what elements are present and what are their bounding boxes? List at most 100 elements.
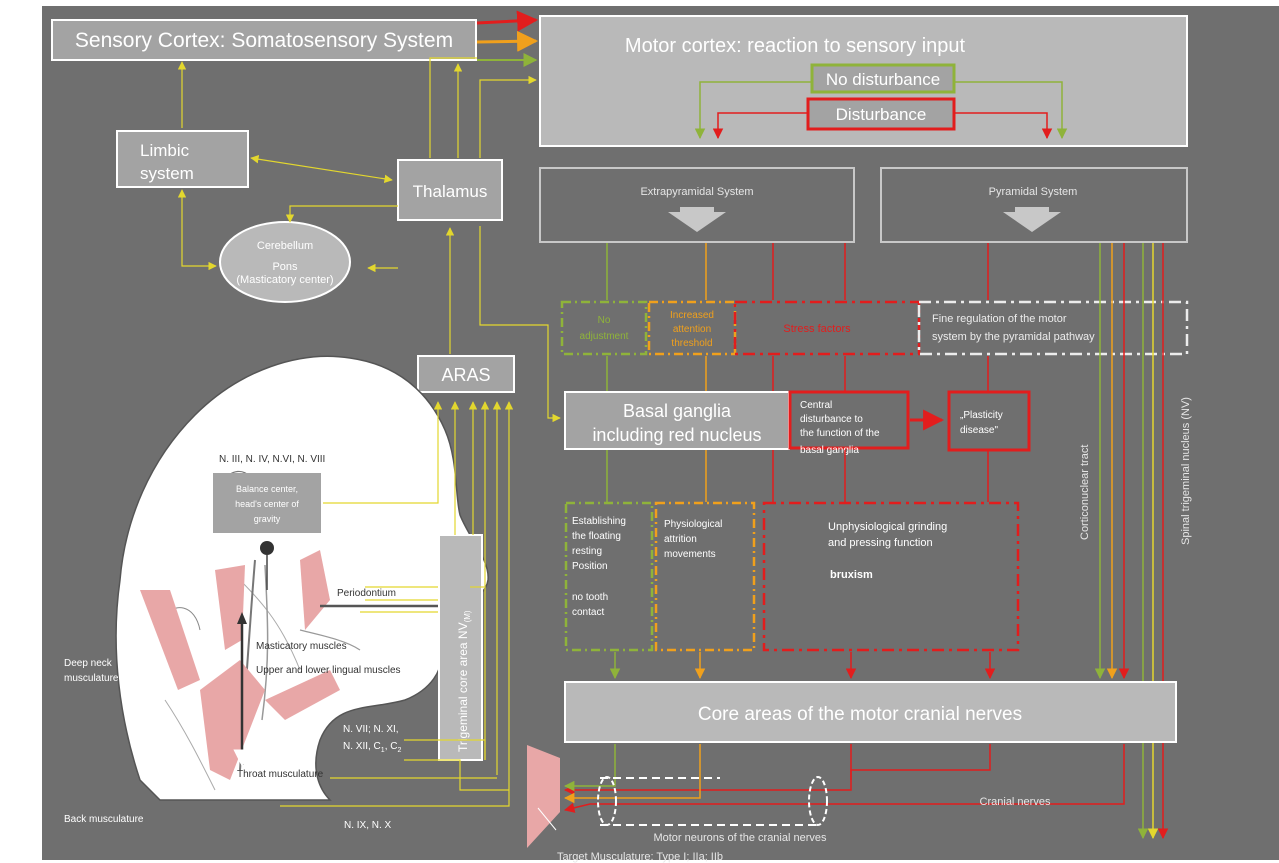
- unphysiological-label-2: and pressing function: [828, 537, 933, 549]
- limbic-label-2: system: [140, 164, 194, 183]
- core-areas-box: [564, 681, 1177, 743]
- increased-attention-label-1: Increased: [670, 310, 714, 321]
- physiological-label-1: Physiological: [664, 519, 722, 530]
- arrow-orange-top: [476, 30, 539, 52]
- limbic-box: [116, 130, 249, 188]
- establishing-label-4: Position: [572, 561, 608, 572]
- muscle-throat: [200, 660, 265, 780]
- establishing-label-5: no tooth: [572, 592, 608, 603]
- cranial-green-out: [563, 744, 616, 792]
- basal-ganglia-box: [564, 391, 790, 450]
- periodontium-label: Periodontium: [337, 588, 396, 599]
- motor-green-loop: [694, 81, 812, 140]
- pyramidal-arrow-icon: [1003, 207, 1061, 232]
- establishing-label-6: contact: [572, 607, 604, 618]
- plasticity-box: [947, 390, 1031, 452]
- balance-center-label-3: gravity: [254, 514, 281, 524]
- establishing-label-2: the floating: [572, 531, 621, 542]
- pyramidal-box: [880, 167, 1188, 243]
- cranial-orange-out: [563, 744, 701, 804]
- basal-ganglia-label-1: Basal ganglia: [623, 401, 732, 421]
- aras-box: [417, 355, 515, 393]
- muscle-lingual: [265, 670, 340, 720]
- balance-center-label-1: Balance center,: [236, 484, 298, 494]
- no-adjustment-box: [560, 300, 648, 356]
- physiological-label-3: movements: [664, 549, 716, 560]
- nerves-ix-label: N. IX, N. X: [344, 820, 392, 831]
- motor-green-loop-right: [954, 81, 1068, 140]
- basal-ganglia-label-2: including red nucleus: [592, 425, 761, 445]
- plasticity-label-1: „Plasticity: [960, 410, 1003, 421]
- balance-center-box: [213, 473, 321, 533]
- cranial-nerves-label: Cranial nerves: [980, 796, 1051, 808]
- sensory-cortex-label: Sensory Cortex: Somatosensory System: [75, 29, 453, 52]
- balance-center-dot: [260, 541, 274, 555]
- thalamus-label: Thalamus: [413, 182, 488, 201]
- increased-attention-box: [647, 300, 737, 356]
- bruxism-label: bruxism: [830, 569, 873, 581]
- pons-label: Pons: [272, 261, 298, 273]
- limbic-label-1: Limbic: [140, 141, 190, 160]
- motor-neuron-ring-right: [808, 776, 828, 826]
- core-areas-label: Core areas of the motor cranial nerves: [698, 704, 1022, 725]
- no-disturbance-label: No disturbance: [826, 70, 940, 89]
- muscle-masseter-right: [300, 550, 330, 630]
- tongue-muscles-label: Upper and lower lingual muscles: [256, 665, 401, 676]
- yellow-feedback-arrows: [177, 57, 561, 423]
- cranial-red-out-3: [563, 744, 1125, 813]
- masticatory-muscles-label: Masticatory muscles: [256, 641, 347, 652]
- spinal-trigeminal-label: Spinal trigeminal nucleus (NV): [1180, 397, 1192, 545]
- trigeminal-core-label: Trigeminal core area NV(M): [456, 610, 472, 752]
- establishing-label-3: resting: [572, 546, 602, 557]
- cranial-red-out-2: [563, 744, 852, 796]
- motor-cortex-label: Motor cortex: reaction to sensory input: [625, 35, 966, 57]
- nerves-top-label: N. III, N. IV, N.VI, N. VIII: [219, 454, 325, 465]
- corticonuclear-label: Corticonuclear tract: [1079, 445, 1091, 540]
- fine-regulation-label-1: Fine regulation of the motor: [932, 313, 1067, 325]
- disturbance-box: [806, 97, 956, 131]
- thalamus-box: [397, 159, 503, 221]
- target-musculature-stroke: [537, 807, 557, 831]
- central-disturbance-box: [788, 390, 910, 450]
- motor-neurons-label: Motor neurons of the cranial nerves: [653, 832, 827, 844]
- deep-neck-label-2: musculature: [64, 673, 119, 684]
- increased-attention-label-2: attention: [673, 324, 711, 335]
- disturbance-label: Disturbance: [836, 105, 927, 124]
- stress-factors-box: [733, 300, 921, 356]
- target-musculature-shape: [527, 745, 560, 848]
- motor-red-loop: [712, 112, 808, 140]
- muscle-masseter-left: [215, 565, 245, 650]
- central-disturbance-label-1: Central: [800, 400, 832, 411]
- balance-center-label-2: head's center of: [235, 499, 299, 509]
- physiological-label-2: attrition: [664, 534, 697, 545]
- back-label: Back musculature: [64, 814, 144, 825]
- physiological-box: [654, 501, 756, 652]
- establishing-box: [564, 501, 654, 652]
- extrapyramidal-arrow-icon: [668, 207, 726, 232]
- deep-neck-label-1: Deep neck: [64, 658, 113, 669]
- unphysiological-label-1: Unphysiological grinding: [828, 521, 947, 533]
- pyramidal-label: Pyramidal System: [989, 186, 1078, 198]
- no-adjustment-label-1: No: [598, 315, 611, 326]
- nerves-xii-label: N. XII, C1, C2: [343, 741, 401, 754]
- head-yellow-lines: [280, 401, 514, 807]
- central-disturbance-label-2: disturbance to: [800, 414, 863, 425]
- muscle-deep-neck: [140, 590, 200, 690]
- extrapyramidal-label: Extrapyramidal System: [640, 186, 753, 198]
- central-disturbance-label-3: the function of the: [800, 428, 880, 439]
- motor-red-loop-right: [954, 112, 1053, 140]
- cerebellum-ellipse: [219, 221, 351, 303]
- central-disturbance-label-4: basal ganglia: [800, 445, 859, 456]
- fine-regulation-label-2: system by the pyramidal pathway: [932, 331, 1095, 343]
- unphysiological-box: [762, 501, 1020, 652]
- nerves-vii-label: N. VII; N. XI,: [343, 724, 399, 735]
- target-musculature-label: Target Musculature: Type I; IIa; IIb: [557, 851, 723, 863]
- cerebellum-label: Cerebellum: [257, 240, 313, 252]
- motor-neuron-ring-left: [597, 776, 617, 826]
- trigeminal-core-box: [438, 534, 483, 761]
- plasticity-label-2: disease": [960, 425, 998, 436]
- stress-factors-label: Stress factors: [783, 323, 851, 335]
- sensory-cortex-box: [51, 19, 477, 61]
- establishing-label-1: Establishing: [572, 516, 626, 527]
